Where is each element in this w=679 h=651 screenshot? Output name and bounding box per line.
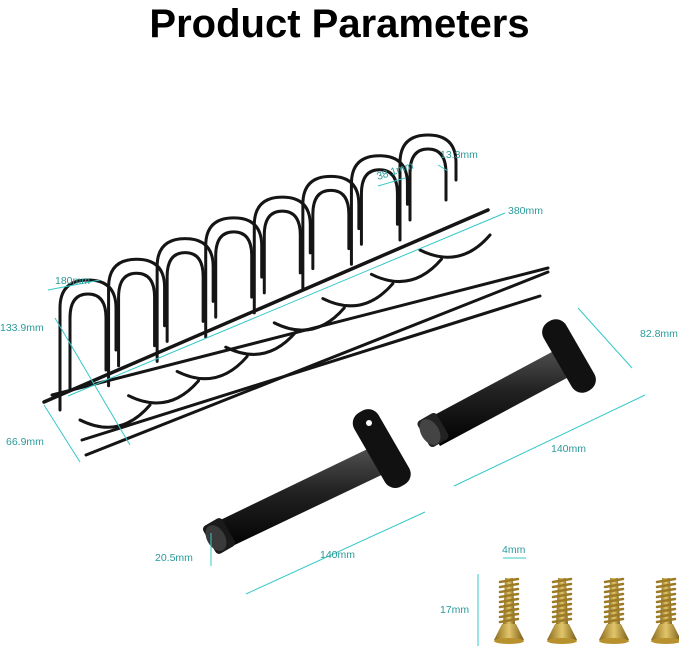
rack-hook (58, 278, 152, 429)
dim-rack-depth: 180mm (55, 275, 90, 287)
wire-rack (42, 133, 550, 457)
rack-hook (398, 133, 492, 259)
dim-rack-length: 380mm (508, 205, 543, 217)
screw (547, 577, 577, 644)
screw (494, 577, 524, 644)
dim-hook-width: 13.3mm (440, 149, 478, 161)
page-title: Product Parameters (149, 2, 530, 46)
mount-rod-back (417, 319, 619, 448)
mount-rod-front (202, 409, 418, 554)
rack-hook (349, 154, 443, 283)
rack-hook (301, 174, 395, 308)
dim-rod-length-front: 140mm (320, 549, 355, 561)
dim-rack-height: 133.9mm (0, 322, 44, 334)
rack-hook (155, 237, 249, 381)
dimension-lines (43, 164, 646, 646)
dim-rod-diameter: 20.5mm (155, 552, 193, 564)
dim-front-height: 66.9mm (6, 436, 44, 448)
screw (599, 577, 629, 644)
dim-rod-length-back: 140mm (551, 443, 586, 455)
screws (494, 577, 679, 644)
dim-plate-length: 82.8mm (640, 328, 678, 340)
dim-screw-length: 17mm (440, 604, 469, 616)
dim-screw-diameter: 4mm (502, 544, 526, 556)
rack-hook (107, 257, 201, 405)
rack-hook (204, 216, 298, 356)
rack-hook (252, 195, 346, 332)
screw (651, 577, 679, 644)
